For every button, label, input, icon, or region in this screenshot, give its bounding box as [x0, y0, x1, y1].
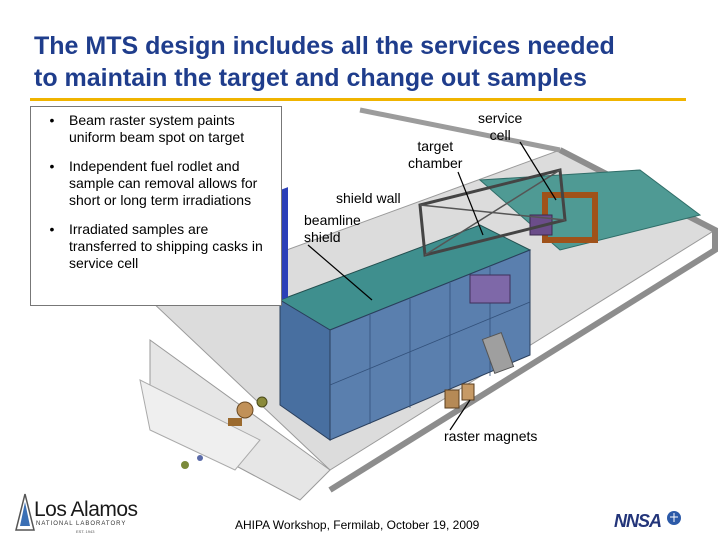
bullet-dot: •: [49, 112, 55, 128]
leader-service-cell: [519, 141, 557, 201]
bullet-item: • Independent fuel rodlet and sample can…: [35, 158, 277, 209]
leader-target-chamber: [457, 171, 484, 236]
svg-text:NNSA: NNSA: [614, 511, 661, 531]
target-chamber-box: [469, 274, 511, 304]
label-beamline-shield-line-2: shield: [304, 229, 341, 245]
bullet-text: Independent fuel rodlet and sample can r…: [69, 158, 258, 208]
bullet-box: • Beam raster system paints uniform beam…: [30, 106, 282, 306]
slide-title-line-2: to maintain the target and change out sa…: [34, 64, 587, 92]
bullet-item: • Beam raster system paints uniform beam…: [35, 112, 277, 146]
lanl-wordmark: Los Alamos: [34, 498, 138, 521]
label-target-chamber-line-1: target: [417, 138, 454, 154]
footer-text: AHIPA Workshop, Fermilab, October 19, 20…: [235, 518, 480, 532]
label-target-chamber-line-2: chamber: [408, 155, 463, 171]
raster-magnet-array: [444, 332, 515, 409]
leader-beamline-shield: [307, 244, 373, 301]
lanl-logo: Los Alamos NATIONAL LABORATORY EST. 1943: [14, 490, 164, 536]
bullet-text: Beam raster system paints uniform beam s…: [69, 112, 245, 145]
nnsa-logo-icon: NNSA: [614, 511, 681, 531]
left-wing-floor: [139, 379, 261, 471]
label-service-cell: service cell: [478, 110, 522, 144]
title-underline: [30, 98, 686, 101]
slide-title: The MTS design includes all the services…: [34, 30, 714, 94]
bullet-dot: •: [49, 158, 55, 174]
bullet-item: • Irradiated samples are transferred to …: [35, 221, 277, 272]
label-service-cell-line-1: service: [478, 110, 523, 126]
leader-raster-magnets: [449, 399, 471, 431]
label-beamline-shield: beamline shield: [304, 212, 361, 246]
lanl-subtitle: NATIONAL LABORATORY: [36, 521, 127, 527]
label-raster-magnets: raster magnets: [444, 428, 538, 444]
label-shield-wall: shield wall: [336, 190, 401, 206]
bullet-dot: •: [49, 221, 55, 237]
label-service-cell-line-2: cell: [489, 127, 511, 143]
blue-wall-strip: [282, 187, 288, 300]
lanl-mark-icon: [15, 493, 35, 531]
rear-wall: [359, 107, 561, 153]
lanl-est: EST. 1943: [76, 529, 95, 534]
bullet-text: Irradiated samples are transferred to sh…: [69, 221, 263, 271]
label-beamline-shield-line-1: beamline: [304, 212, 361, 228]
label-target-chamber: target chamber: [408, 138, 462, 172]
slide-title-line-1: The MTS design includes all the services…: [34, 32, 615, 60]
lower-wing-equipment: [181, 396, 268, 469]
